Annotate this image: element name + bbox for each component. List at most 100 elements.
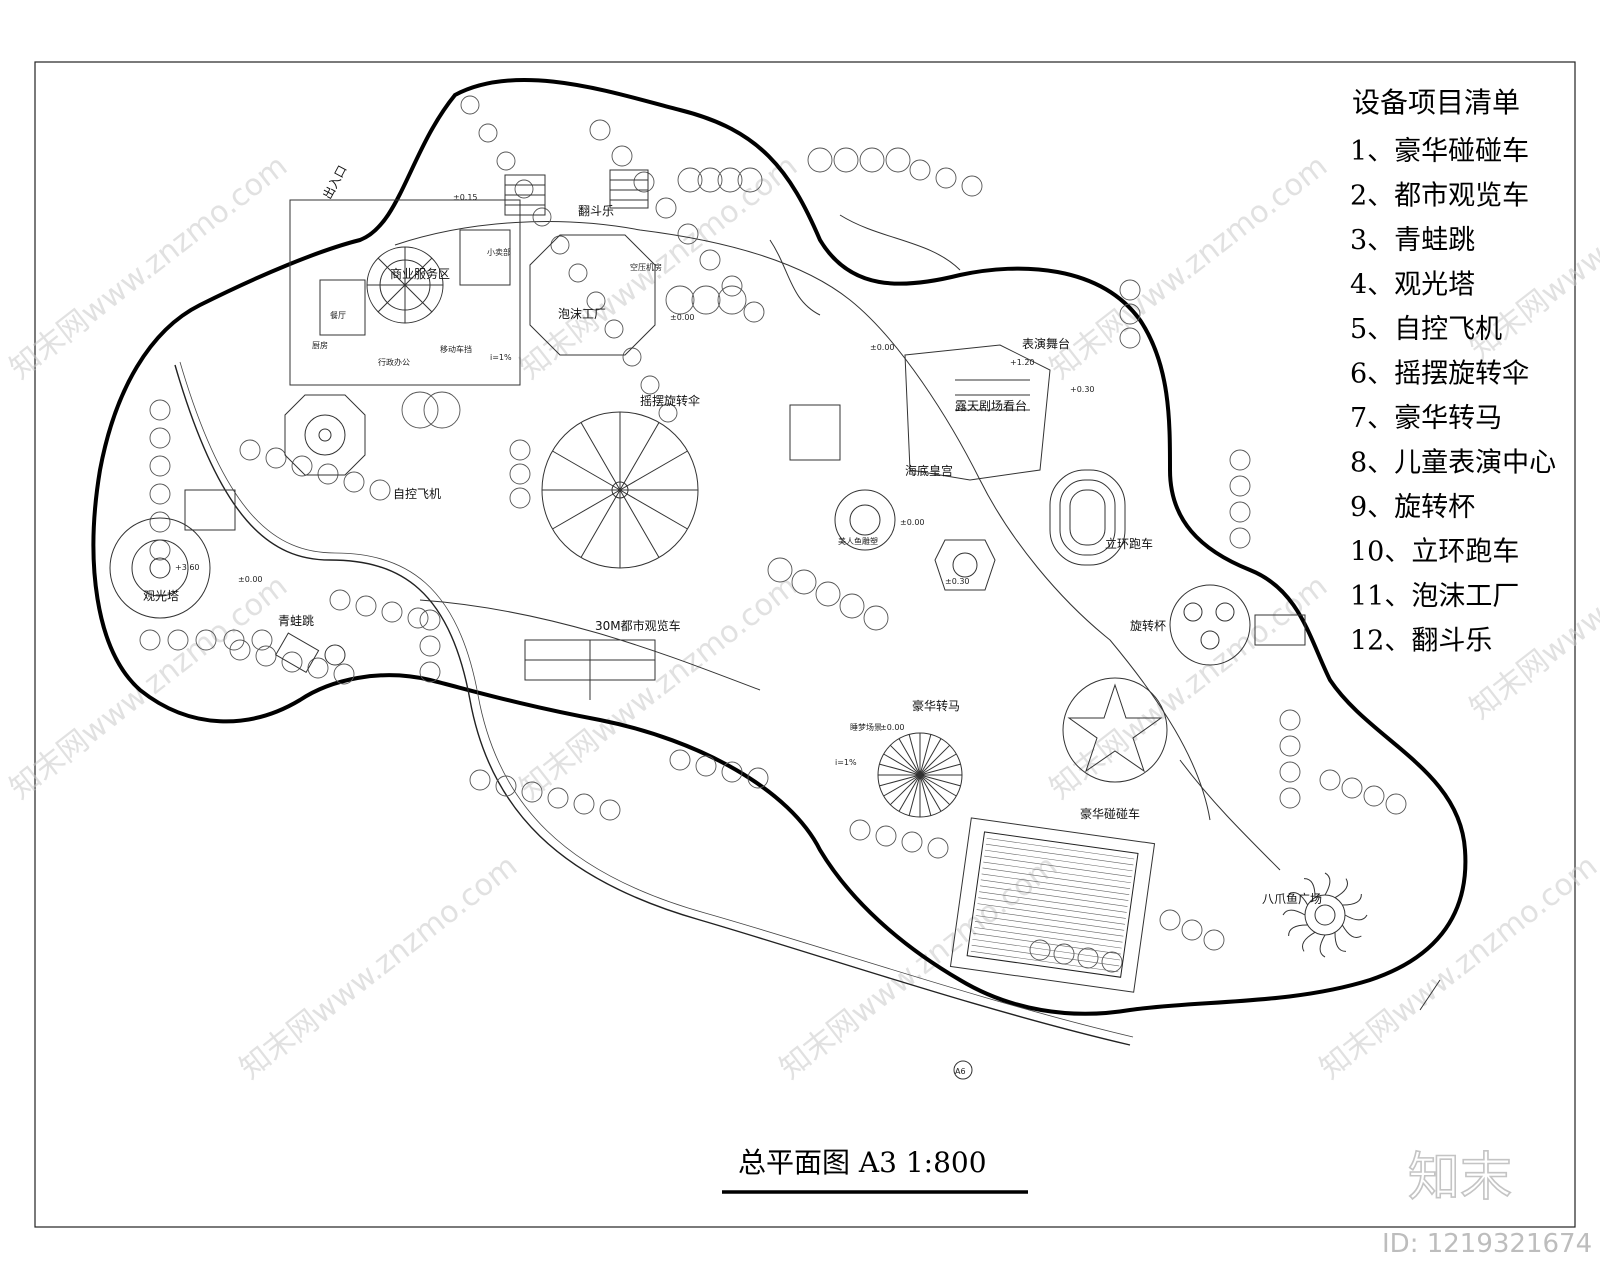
carousel-spoke [883, 774, 921, 797]
legend-item: 2、都市观览车 [1350, 181, 1529, 212]
tree-symbol [369, 479, 391, 501]
theatre-complex [789, 344, 1051, 591]
toilet-label: 移动车挡 [440, 344, 472, 354]
foam-label: 泡沫工厂 [558, 307, 606, 321]
river-curve-edge [179, 361, 1134, 1038]
carousel-spoke [883, 753, 921, 776]
level-mark: ±0.00 [870, 343, 895, 352]
floor-hatch [983, 861, 1131, 884]
tree-symbol [791, 569, 817, 595]
plane-label: 自控飞机 [393, 487, 441, 501]
tree-symbol [721, 761, 743, 783]
floor-hatch [985, 843, 1134, 866]
floor-hatch [984, 855, 1132, 878]
tree-symbol [229, 639, 251, 661]
stage-label: 表演舞台 [1022, 336, 1070, 351]
tree-symbol [849, 819, 871, 841]
octopus-ray [1344, 914, 1368, 921]
tree-symbol [669, 749, 691, 771]
octopus-ray [1341, 924, 1362, 939]
tree-symbol [1119, 303, 1141, 325]
tree-symbol [721, 275, 743, 297]
tree-symbol [568, 263, 588, 283]
floor-hatch [970, 950, 1119, 973]
floor-hatch [978, 897, 1126, 919]
legend-item: 1、豪华碰碰车 [1350, 136, 1529, 167]
floor-hatch [975, 915, 1124, 937]
legend-item: 10、立环跑车 [1350, 537, 1519, 568]
slope-mark: i=1% [490, 353, 512, 362]
tree-symbol [961, 175, 983, 197]
floor-hatch [986, 837, 1135, 860]
drawing-frame [34, 61, 1576, 1228]
floor-hatch [976, 909, 1125, 931]
level-mark: +0.30 [1070, 385, 1095, 394]
octopus-ray [1319, 934, 1326, 958]
legend-item: 8、儿童表演中心 [1350, 448, 1556, 479]
tree-symbol [633, 171, 655, 193]
carousel-spoke [919, 744, 951, 776]
tree-symbol [547, 787, 569, 809]
tree-symbol [401, 391, 439, 429]
tree-symbol [195, 629, 217, 651]
tree-symbol [1229, 475, 1251, 497]
carousel-spoke [919, 774, 951, 806]
umbrella-spoke [619, 489, 688, 530]
river-curve [174, 364, 1131, 1046]
floor-hatch [984, 849, 1133, 872]
tree-symbol [935, 167, 957, 189]
fandou-label: 翻斗乐 [578, 204, 614, 218]
fandou-structure [504, 169, 649, 216]
office-label: 行政办公 [378, 357, 410, 367]
level-mark: ±0.00 [238, 575, 263, 584]
tree-symbol [665, 285, 695, 315]
tree-symbol [532, 207, 552, 227]
tree-symbol [839, 593, 865, 619]
legend-item: 3、青蛙跳 [1350, 225, 1475, 256]
watermark: 知末网www.znzmo.com [3, 568, 294, 806]
tree-symbol [255, 645, 277, 667]
carousel-spoke [889, 744, 921, 776]
carousel-spoke [919, 774, 932, 816]
watermark: 知末网www.znzmo.com [1313, 848, 1600, 1086]
watermark: 知末网www.znzmo.com [513, 568, 804, 806]
tree-symbol [1341, 777, 1363, 799]
octopus-ray [1288, 891, 1309, 906]
floor-hatch [981, 873, 1130, 895]
rotating-cups [1169, 584, 1306, 666]
tree-symbol [875, 825, 897, 847]
floor-hatch [979, 891, 1127, 913]
tree-symbol [149, 455, 171, 477]
tree-symbol [265, 447, 287, 469]
watermark: 知末网www.znzmo.com [1043, 148, 1334, 386]
floor-hatch [977, 903, 1126, 925]
carousel-spoke [879, 763, 921, 776]
observation-tower [109, 489, 236, 619]
floor-hatch [971, 944, 1120, 967]
legend: 设备项目清单 1、豪华碰碰车2、都市观览车3、青蛙跳4、观光塔5、自控飞机6、摇… [1350, 86, 1556, 657]
watermark: 知末网www.znzmo.com [773, 848, 1064, 1086]
floor-hatch [979, 885, 1128, 907]
level-mark: ±0.30 [945, 577, 970, 586]
carousel-spoke [919, 734, 932, 776]
grid-marker: A6 [953, 1060, 973, 1080]
umbrella-spoke [552, 489, 621, 530]
tree-symbol [611, 145, 633, 167]
tree-symbol [381, 601, 403, 623]
tree-symbol [139, 629, 161, 651]
octopus-ray [1301, 931, 1316, 952]
octopus-ray [1324, 872, 1331, 896]
legend-item: 4、观光塔 [1350, 270, 1475, 301]
cups-label: 旋转杯 [1130, 618, 1166, 633]
tree-symbol [149, 539, 171, 561]
tree-symbol [1119, 279, 1141, 301]
carousel-spoke [889, 774, 921, 806]
umbrella-spoke [619, 489, 660, 558]
tree-symbol [509, 439, 531, 461]
tree-symbol [599, 799, 621, 821]
carousel-spoke [919, 774, 961, 787]
octopus-ray [1282, 909, 1306, 916]
tree-symbol [521, 781, 543, 803]
ferris-wheel [524, 639, 656, 700]
